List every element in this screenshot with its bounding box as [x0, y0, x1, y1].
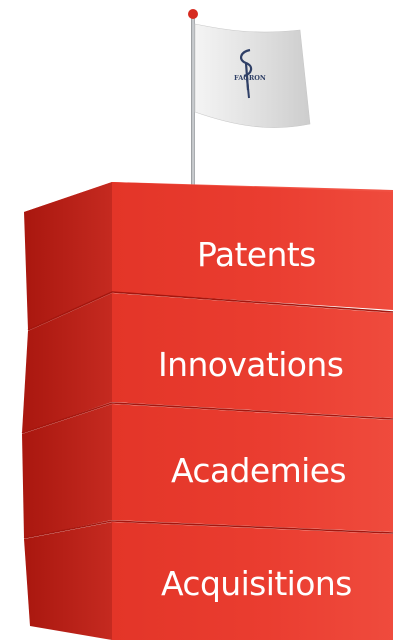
block-front [112, 404, 393, 532]
fagron-logo: FAGRON [234, 48, 266, 99]
flag-logo-text: FAGRON [234, 74, 266, 82]
block-side [22, 293, 112, 433]
flag-assembly: FAGRON [188, 9, 311, 191]
block-side [22, 404, 112, 538]
block-edge [23, 520, 393, 539]
block-side [24, 522, 112, 640]
flag-cloth [194, 23, 311, 128]
block-academies: Academies [22, 404, 393, 539]
block-edge [27, 291, 393, 331]
block-acquisitions: Acquisitions [24, 522, 393, 640]
block-label-patents: Patents [197, 235, 316, 274]
block-edge [21, 402, 393, 434]
flag-pole [191, 16, 195, 191]
block-front [112, 293, 393, 418]
pole-ball [188, 9, 198, 19]
logo-staff-icon [246, 77, 250, 99]
block-front [112, 182, 393, 310]
block-patents: Patents [24, 182, 393, 331]
block-label-academies: Academies [171, 451, 346, 490]
block-label-acquisitions: Acquisitions [161, 564, 352, 603]
block-innovations: Innovations [21, 293, 393, 434]
block-side [24, 182, 112, 330]
block-label-innovations: Innovations [158, 345, 343, 384]
block-front [112, 522, 393, 640]
